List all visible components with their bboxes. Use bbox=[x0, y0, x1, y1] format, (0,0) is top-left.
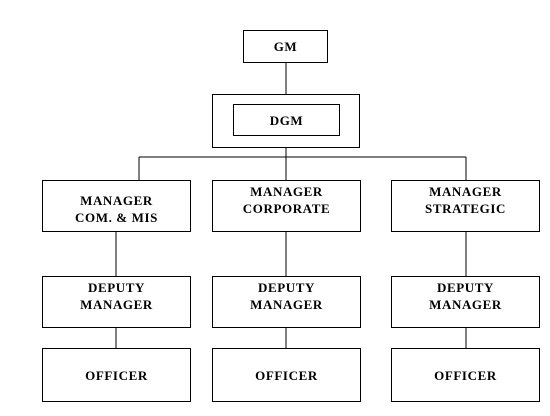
node-deputy-manager-3: DEPUTY MANAGER bbox=[391, 276, 540, 328]
node-manager-corporate: MANAGER CORPORATE bbox=[212, 180, 361, 232]
node-deputy-manager-1: DEPUTY MANAGER bbox=[42, 276, 191, 328]
node-deputy-label: DEPUTY MANAGER bbox=[250, 280, 323, 312]
node-dgm-label: DGM bbox=[269, 112, 304, 128]
node-manager-label: MANAGER COM. & MIS bbox=[75, 193, 158, 225]
node-manager-com-mis: MANAGER COM. & MIS bbox=[42, 180, 191, 232]
node-deputy-label: DEPUTY MANAGER bbox=[429, 280, 502, 312]
node-officer-1: OFFICER bbox=[42, 348, 191, 402]
node-deputy-manager-2: DEPUTY MANAGER bbox=[212, 276, 361, 328]
node-officer-label: OFFICER bbox=[85, 367, 148, 383]
node-dgm: DGM bbox=[233, 104, 340, 136]
node-gm-label: GM bbox=[273, 39, 298, 54]
node-gm: GM bbox=[243, 30, 328, 63]
node-deputy-label: DEPUTY MANAGER bbox=[80, 280, 153, 312]
node-officer-2: OFFICER bbox=[212, 348, 361, 402]
node-manager-label: MANAGER CORPORATE bbox=[242, 184, 331, 216]
node-officer-label: OFFICER bbox=[255, 367, 318, 383]
node-officer-label: OFFICER bbox=[434, 367, 497, 383]
node-officer-3: OFFICER bbox=[391, 348, 540, 402]
node-manager-label: MANAGER STRATEGIC bbox=[424, 184, 506, 216]
node-manager-strategic: MANAGER STRATEGIC bbox=[391, 180, 540, 232]
